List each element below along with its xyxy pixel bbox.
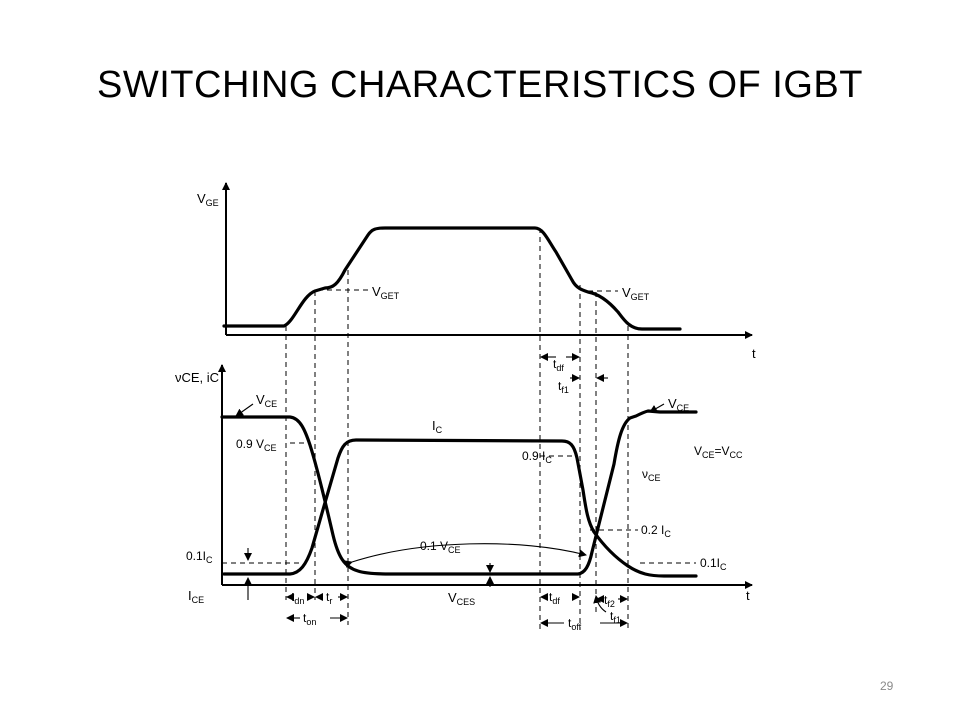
tdf-top-label: tdf	[553, 357, 564, 373]
vce-high-label: VCE	[256, 392, 277, 409]
vce-01-label: 0.1 VCE	[420, 539, 461, 555]
vge-axis-label: VGE	[197, 191, 219, 208]
ic-01-left-label: 0.1IC	[186, 549, 213, 565]
tdn-label: tdn	[291, 590, 304, 606]
bottom-timing: tdn tr ton tdf tf2 toff tf1	[286, 590, 628, 632]
vget-off-label: VGET	[622, 285, 650, 302]
ice-label: ICE	[188, 588, 204, 605]
vce-09-label: 0.9 VCE	[236, 437, 277, 453]
top-plot: VGE t VGET VGET	[197, 182, 756, 361]
ic-09-label: 0.9 IC	[522, 449, 552, 465]
vce-top-arrow	[235, 403, 254, 417]
ic-label: IC	[432, 418, 443, 435]
bottom-plot: νCE, iC t VCE 0.9 VCE IC 0.9 IC VCE VCE=…	[175, 364, 753, 607]
vce-curve-label: νCE	[642, 467, 661, 483]
top-t-axis-label: t	[752, 346, 756, 361]
bottom-t-axis-label: t	[746, 588, 750, 603]
tdf-label: tdf	[549, 590, 560, 606]
page-number: 29	[880, 679, 894, 693]
vce-eq-vcc-label: VCE=VCC	[694, 444, 743, 460]
top-timing-marks: tdf tf1	[540, 353, 608, 395]
tr-label: tr	[326, 590, 332, 606]
time-guides	[285, 228, 629, 630]
vces-label: VCES	[448, 590, 475, 607]
vge-waveform	[222, 226, 682, 331]
vce01-arc	[344, 543, 587, 568]
slide-title: SWITCHING CHARACTERISTICS OF IGBT	[97, 64, 863, 106]
tf1-label: tf1	[610, 609, 621, 625]
ic-waveform	[222, 438, 698, 578]
tf1-top-label: tf1	[558, 379, 569, 395]
vce-right-label: VCE	[668, 396, 689, 413]
ic-02-label: 0.2 IC	[641, 523, 671, 539]
vce-right-arrow	[649, 403, 665, 413]
tf2-label: tf2	[604, 593, 615, 609]
vget-on-label: VGET	[372, 284, 400, 301]
toff-label: toff	[568, 616, 582, 632]
ic-01-right-label: 0.1IC	[700, 556, 727, 572]
bottom-y-axis-label: νCE, iC	[175, 370, 219, 385]
vce-waveform	[220, 409, 698, 576]
tf1-arrow	[593, 595, 607, 613]
ton-label: ton	[303, 611, 316, 627]
